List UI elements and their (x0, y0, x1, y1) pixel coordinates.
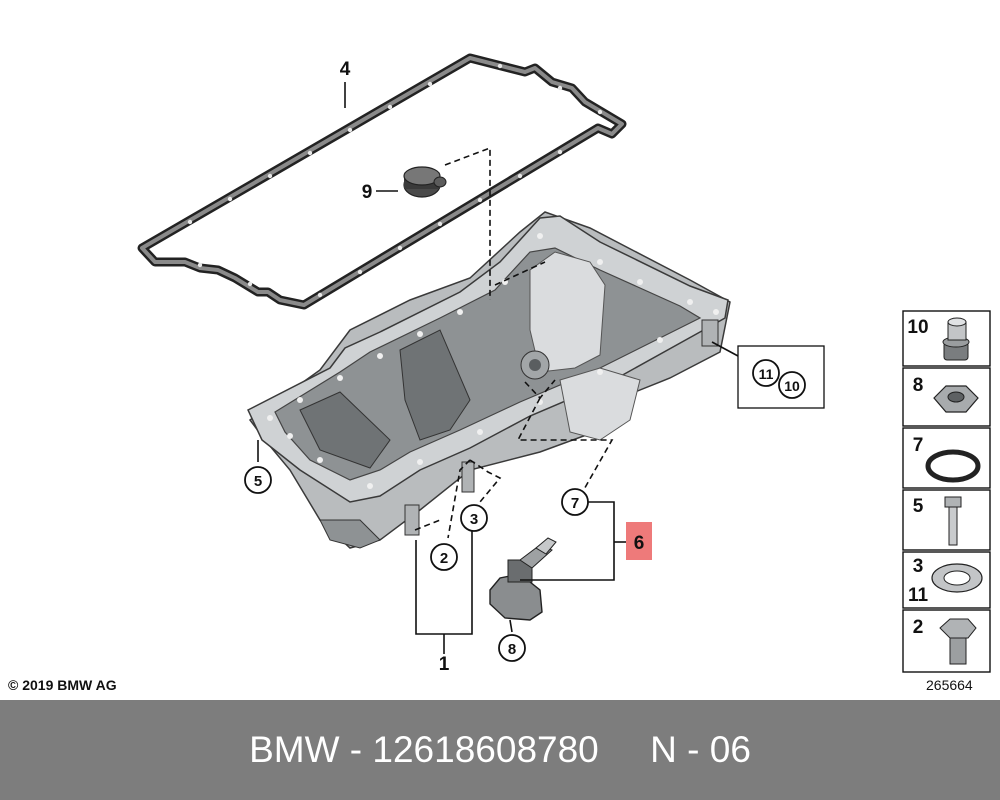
svg-text:2: 2 (440, 550, 448, 567)
svg-text:1: 1 (439, 654, 450, 675)
side-item-2: 2 (913, 617, 977, 665)
oil-pan (247, 211, 731, 549)
svg-text:8: 8 (508, 641, 516, 658)
side-item-5: 5 (913, 496, 962, 546)
dashed-leader-lines (414, 146, 614, 539)
svg-text:9: 9 (362, 182, 373, 203)
drain-plug-icon (939, 618, 977, 665)
part-number-text: BMW - 12618608780 N - 06 (249, 729, 751, 770)
svg-text:2: 2 (913, 617, 924, 638)
svg-text:5: 5 (254, 473, 262, 490)
svg-text:4: 4 (340, 59, 351, 80)
svg-text:7: 7 (913, 435, 924, 456)
svg-text:10: 10 (907, 317, 928, 338)
callout-5: 5 (244, 466, 272, 494)
svg-text:3: 3 (470, 511, 478, 528)
oil-pan-gasket (137, 53, 627, 310)
svg-text:10: 10 (784, 378, 800, 394)
plug-with-seal-icon (942, 317, 970, 361)
side-item-7: 7 (913, 435, 981, 483)
svg-text:3: 3 (913, 556, 924, 577)
callout-3: 3 (460, 504, 488, 532)
oil-level-sensor-part-8 (489, 537, 557, 621)
callout-8: 8 (498, 634, 526, 662)
gasket-bolt-holes (187, 63, 603, 298)
bolt-icon (944, 496, 962, 546)
callout-4: 4 (340, 59, 351, 80)
callout-9: 9 (362, 182, 373, 203)
side-item-3-11: 3 11 (908, 556, 983, 606)
svg-text:6: 6 (634, 533, 645, 554)
side-item-8: 8 (913, 375, 979, 413)
callout-11: 11 (752, 359, 780, 387)
part-number-footer: BMW - 12618608780 N - 06 (0, 700, 1000, 800)
callout-1: 1 (439, 654, 450, 675)
callout-6-highlighted: 6 (626, 522, 652, 560)
svg-text:8: 8 (913, 375, 924, 396)
sealing-ring-icon (931, 563, 983, 593)
side-item-10: 10 (907, 317, 970, 361)
callout-10: 10 (778, 371, 806, 399)
oil-plug-part-9 (403, 166, 447, 198)
oil-pan-parts-diagram: 4 9 5 3 2 1 7 6 8 11 10 (137, 53, 991, 675)
svg-text:5: 5 (913, 496, 924, 517)
image-number: 265664 (926, 677, 973, 693)
hex-nut-icon (933, 385, 979, 413)
callout-2: 2 (430, 543, 458, 571)
svg-text:11: 11 (759, 366, 774, 382)
solid-leader-lines (257, 82, 825, 654)
o-ring-icon (925, 449, 981, 483)
svg-text:11: 11 (908, 585, 929, 606)
copyright-notice: © 2019 BMW AG (8, 677, 117, 693)
side-parts-panel: 10 8 7 5 (902, 310, 991, 673)
svg-text:7: 7 (571, 495, 579, 512)
callout-7: 7 (561, 488, 589, 516)
